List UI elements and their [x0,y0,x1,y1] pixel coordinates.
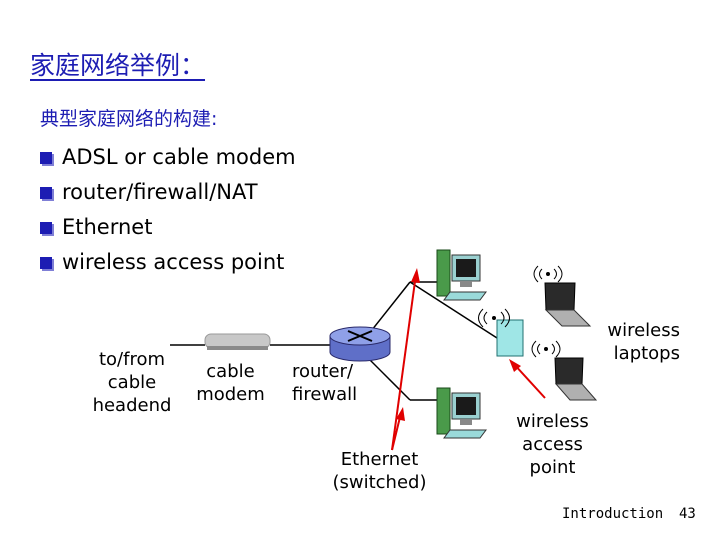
ethernet-label: Ethernet (switched) [322,448,437,494]
square-bullet-icon [40,256,52,269]
laptop-bottom [531,340,598,401]
bullet-text: router/firewall/NAT [62,179,258,204]
router-arrows-icon [347,330,373,342]
bullet-text: ADSL or cable modem [62,144,296,169]
bullet-item: Ethernet [40,209,296,244]
label-line: point [529,457,576,478]
slide-title: 家庭网络举例： [30,51,206,80]
label-line: laptops [613,343,680,364]
label-line: wireless [516,411,589,432]
square-bullet-icon [40,221,52,234]
bullet-list: ADSL or cable modem router/firewall/NAT … [40,139,296,279]
footer-section: Introduction [562,506,664,522]
wireless-signal-icon [531,340,561,358]
cable-modem [204,333,271,350]
slide-subtitle: 典型家庭网络的构建: [40,108,218,130]
label-line: modem [196,384,265,405]
label-line: Ethernet [340,449,419,470]
headend-label: to/from cable headend [82,348,182,417]
bullet-item: router/firewall/NAT [40,174,296,209]
wireless-access-point [478,308,524,357]
bullet-item: wireless access point [40,244,296,279]
label-line: wireless [607,320,680,341]
ethernet-pointer-arrows [391,268,546,451]
label-line: access [522,434,583,455]
label-line: (switched) [332,472,427,493]
label-line: firewall [292,384,358,405]
router [329,326,391,362]
label-line: cable [107,372,157,393]
wireless-signal-icon [478,308,510,328]
label-line: router/ [292,361,354,382]
cable-modem-label: cable modem [188,360,273,406]
laptops-label: wireless laptops [580,319,680,365]
label-line: cable [206,361,255,382]
label-line: to/from [98,349,166,370]
router-label: router/ firewall [292,360,372,406]
square-bullet-icon [40,186,52,199]
page-number: 43 [679,506,696,522]
bullet-text: wireless access point [62,249,285,274]
square-bullet-icon [40,151,52,164]
bullet-text: Ethernet [62,214,153,239]
desktop-computer-top [436,249,487,301]
desktop-computer-bottom [436,387,487,439]
access-point-label: wireless access point [505,410,600,479]
wireless-signal-icon [533,265,563,283]
bullet-item: ADSL or cable modem [40,139,296,174]
laptop-top [533,265,592,327]
label-line: headend [92,395,172,416]
